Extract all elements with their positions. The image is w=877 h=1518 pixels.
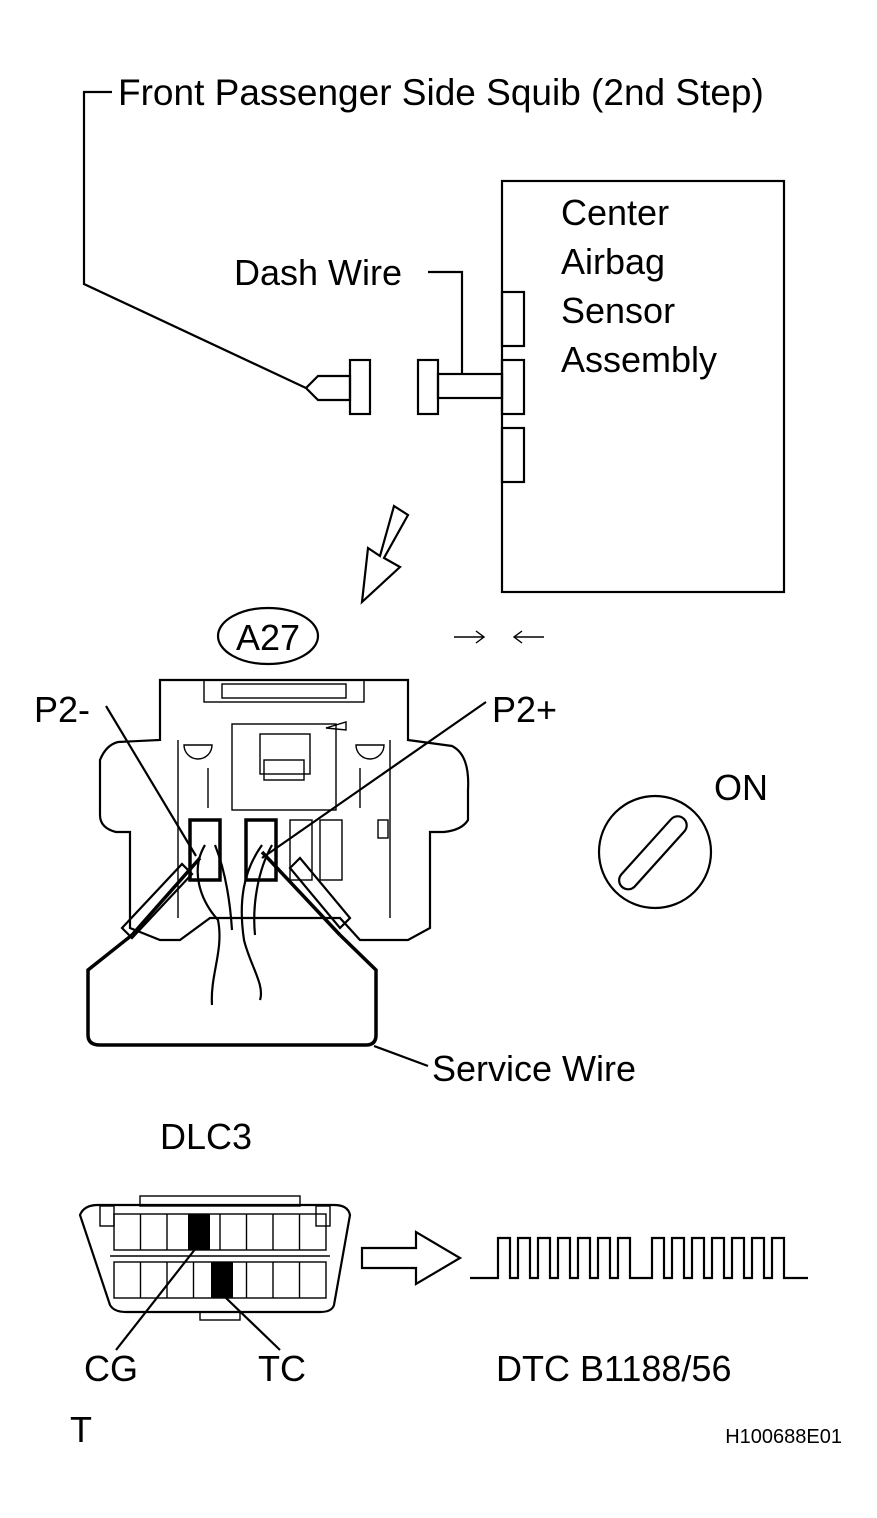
ignition-key-icon <box>597 794 713 910</box>
connector-code-label: A27 <box>236 617 300 658</box>
pin-minus-label: P2- <box>34 689 90 730</box>
sensor-port-1 <box>500 290 526 348</box>
figure-id: H100688E01 <box>725 1426 842 1448</box>
tc-leader <box>225 1297 281 1351</box>
sensor-label-line2: Airbag <box>561 241 665 282</box>
sensor-label-line3: Sensor <box>561 290 675 331</box>
sensor-port-3 <box>500 426 526 484</box>
service-wire <box>86 850 378 1047</box>
squib-label: Front Passenger Side Squib (2nd Step) <box>118 72 764 113</box>
dash-wire-leader <box>428 270 464 374</box>
cg-label: CG <box>84 1348 138 1389</box>
connector-code-oval <box>216 606 320 666</box>
dtc-waveform <box>470 1236 808 1280</box>
dash-wire-label: Dash Wire <box>234 252 402 293</box>
dash-wire-connector <box>416 358 504 416</box>
cg-pin <box>188 1214 210 1250</box>
hollow-right-arrow-icon <box>360 1230 463 1286</box>
diagonal-hollow-arrow-icon <box>360 504 410 605</box>
sensor-label-line4: Assembly <box>561 339 717 380</box>
corner-label: T <box>70 1409 92 1450</box>
tc-pin <box>211 1262 233 1298</box>
pin-plus-label: P2+ <box>492 689 557 730</box>
tc-label: TC <box>258 1348 306 1389</box>
facing-arrows-icon <box>454 630 544 644</box>
pin-minus-leader <box>105 705 197 857</box>
squib-leader <box>82 90 307 389</box>
service-wire-leader <box>373 1044 429 1068</box>
cg-leader <box>115 1247 197 1351</box>
dlc3-connector <box>78 1195 352 1321</box>
dtc-label: DTC B1188/56 <box>496 1348 731 1389</box>
sensor-label-line1: Center <box>561 192 669 233</box>
sensor-port-2 <box>500 358 526 416</box>
ignition-on-label: ON <box>714 767 768 808</box>
pin-plus-leader <box>261 701 487 859</box>
squib-connector <box>304 358 372 416</box>
service-wire-label: Service Wire <box>432 1048 636 1089</box>
dlc-label: DLC3 <box>160 1116 252 1157</box>
a27-connector-body <box>98 678 470 942</box>
harness-wires <box>196 844 273 1006</box>
